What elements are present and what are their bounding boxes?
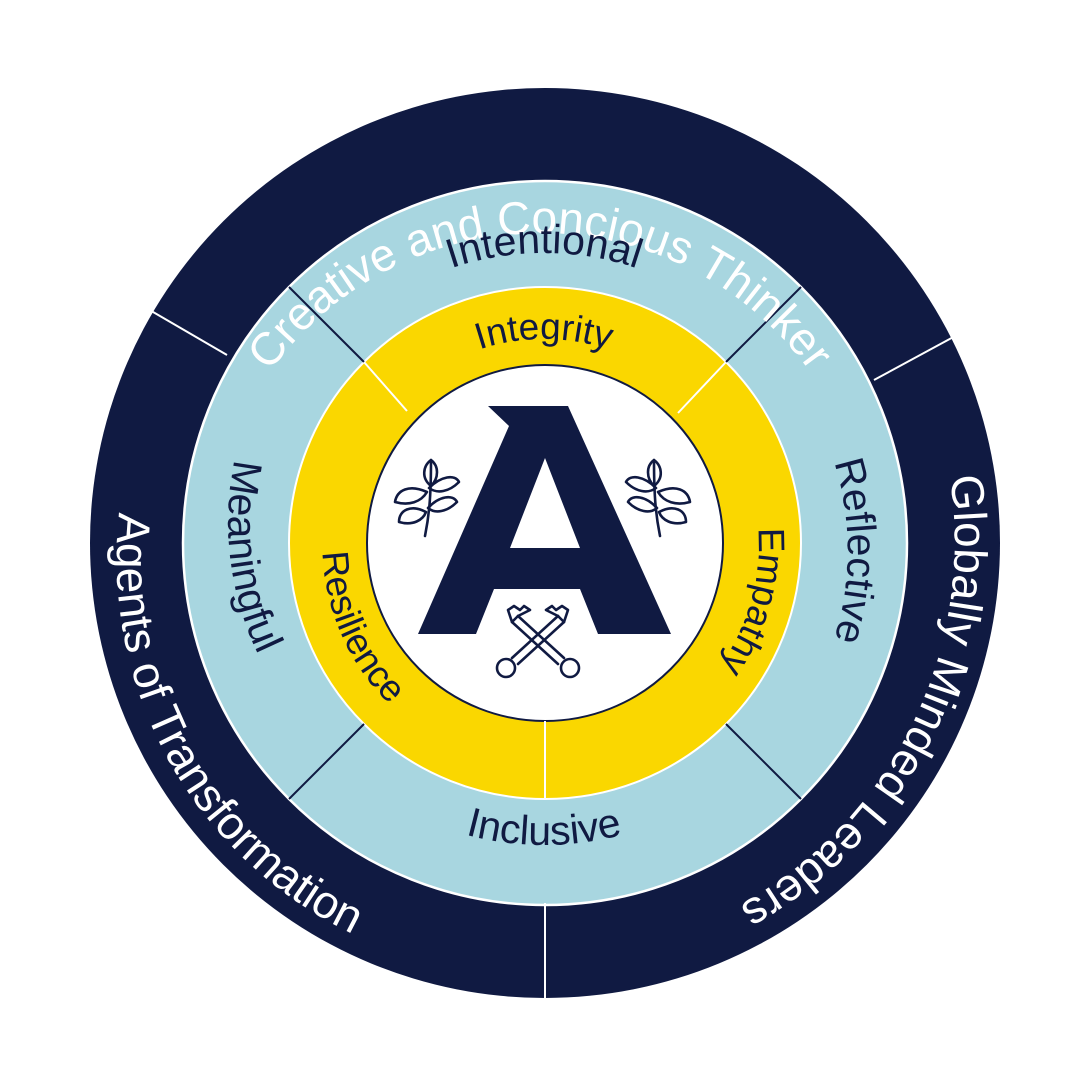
- laurel-branch-icon: [393, 458, 461, 538]
- logo-letter-a: [418, 406, 671, 634]
- center-logo: [393, 406, 692, 679]
- crossed-keys-icon: [495, 604, 581, 679]
- middle-ring-dividers: [288, 286, 802, 800]
- laurel-branch-icon: [624, 458, 692, 538]
- outer-ring-dividers: [128, 297, 971, 1000]
- inner-ring-dividers: [363, 361, 727, 799]
